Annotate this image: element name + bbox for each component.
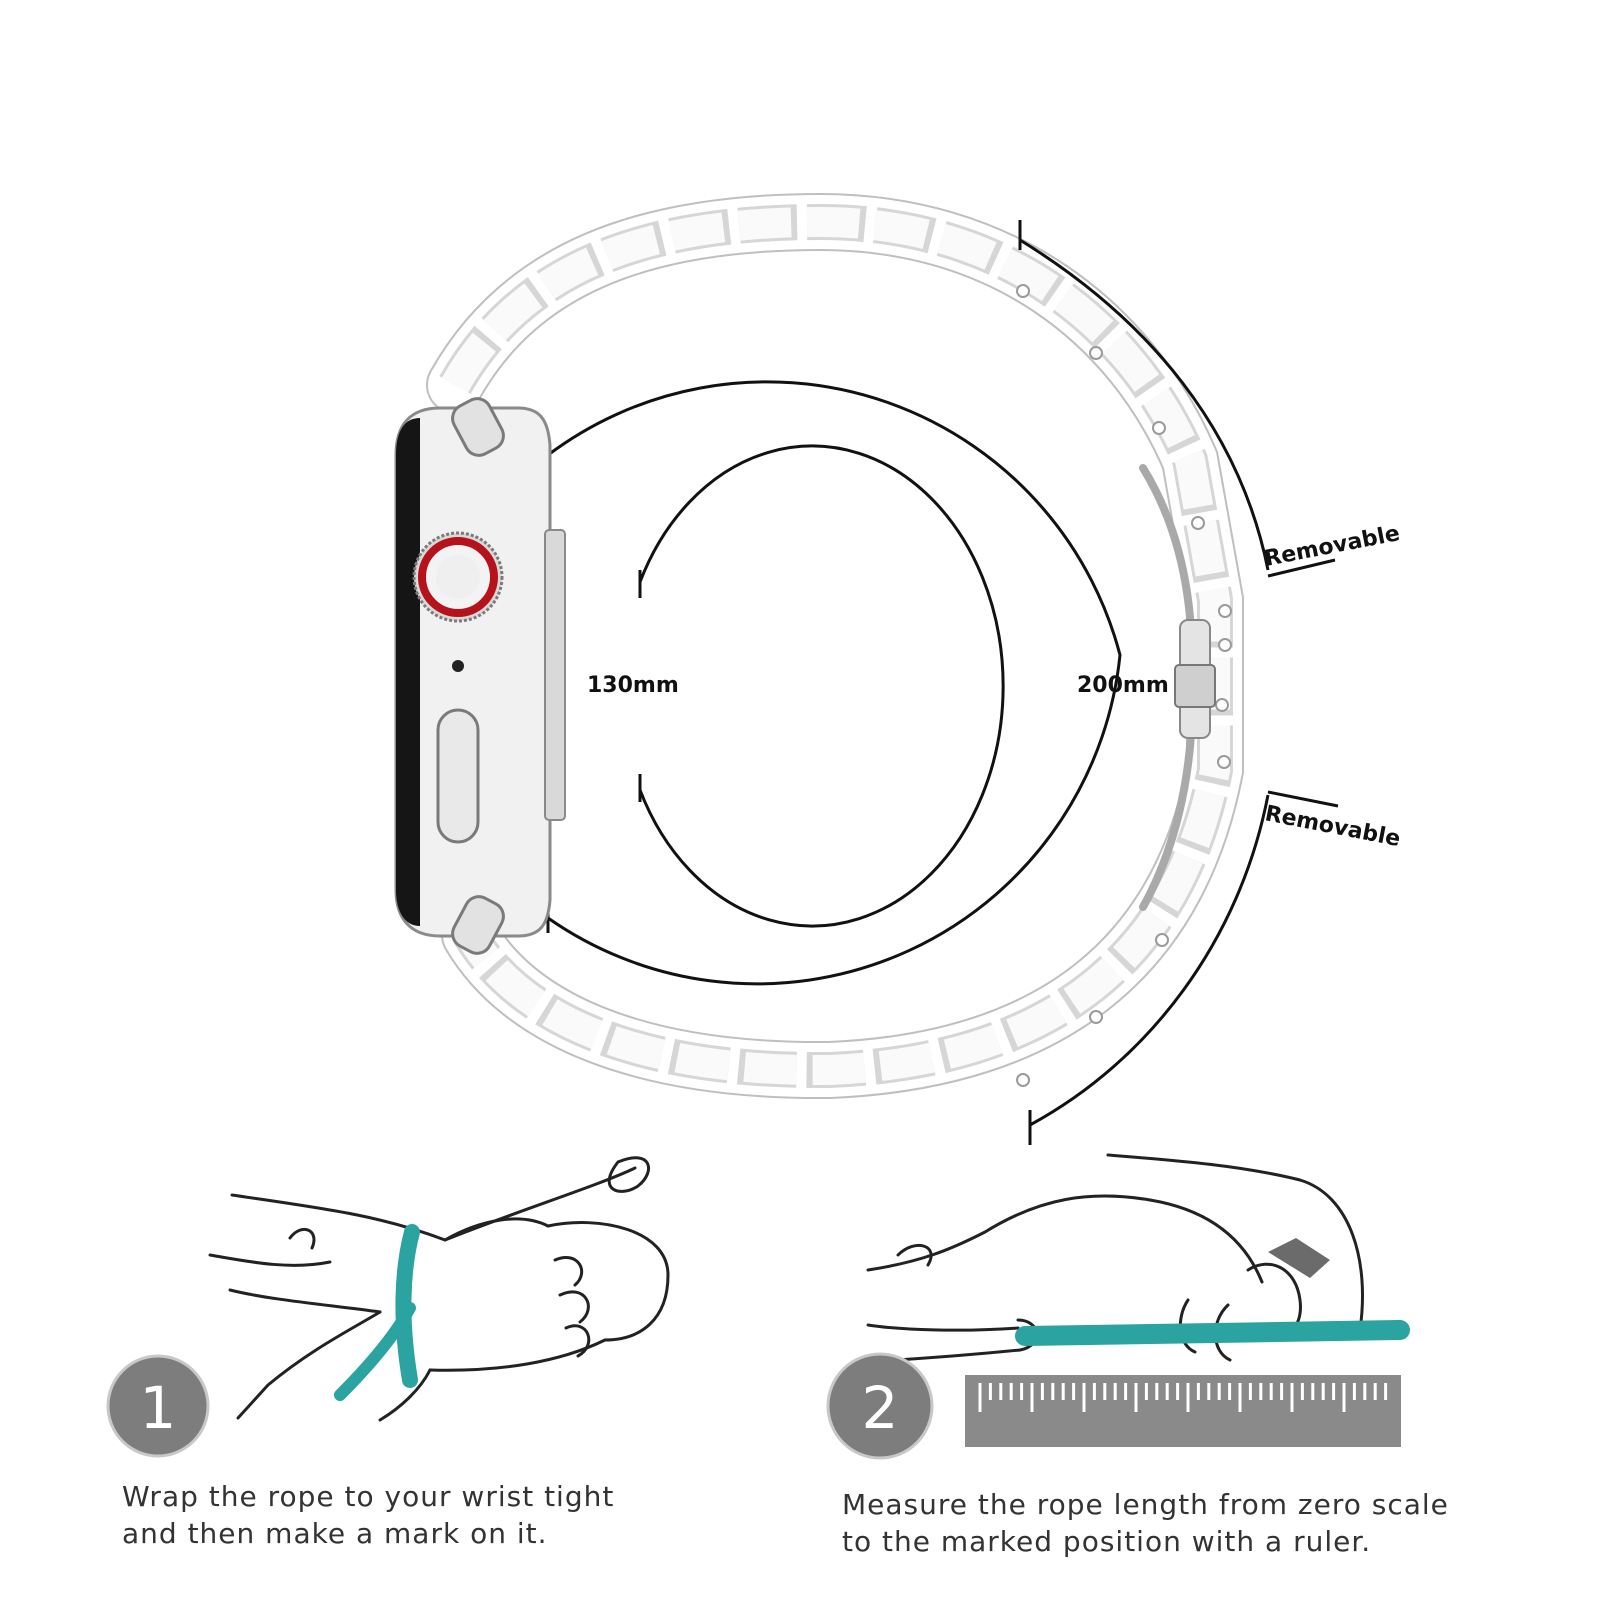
removable-bracket-bottom (1028, 790, 1339, 1145)
ruler-end-shadow (1268, 1238, 1330, 1278)
step-1-hand-illustration (208, 1156, 670, 1422)
step-1-caption-line-1: Wrap the rope to your wrist tight (122, 1480, 615, 1513)
removable-bracket-top (1018, 220, 1336, 578)
step-1-badge: 1 (106, 1354, 210, 1458)
rope-step-2 (1015, 1320, 1410, 1346)
step-1-caption: Wrap the rope to your wrist tight and th… (122, 1478, 614, 1552)
step-1-caption-line-2: and then make a mark on it. (122, 1517, 548, 1550)
step-2-number: 2 (862, 1374, 899, 1442)
size-200mm-label: 200mm (1077, 673, 1169, 698)
step-2-caption-line-1: Measure the rope length from zero scale (842, 1488, 1449, 1521)
step-2-caption: Measure the rope length from zero scale … (842, 1486, 1449, 1560)
microphone-dot (452, 660, 464, 672)
digital-crown (412, 531, 504, 623)
ruler (965, 1375, 1401, 1447)
step-2-badge: 2 (826, 1352, 934, 1460)
size-130mm-label: 130mm (587, 673, 679, 698)
step-1-number: 1 (140, 1374, 177, 1442)
step-2-caption-line-2: to the marked position with a ruler. (842, 1525, 1372, 1558)
removable-label-bottom: Removable (1263, 801, 1403, 852)
removable-label-top: Removable (1262, 521, 1402, 572)
side-button (436, 708, 480, 844)
metal-link-band (426, 192, 1244, 1100)
watch-case (394, 397, 566, 955)
butterfly-clasp (1139, 464, 1216, 911)
rope-step-1 (334, 1224, 420, 1401)
size-130mm-arc (638, 444, 1005, 928)
